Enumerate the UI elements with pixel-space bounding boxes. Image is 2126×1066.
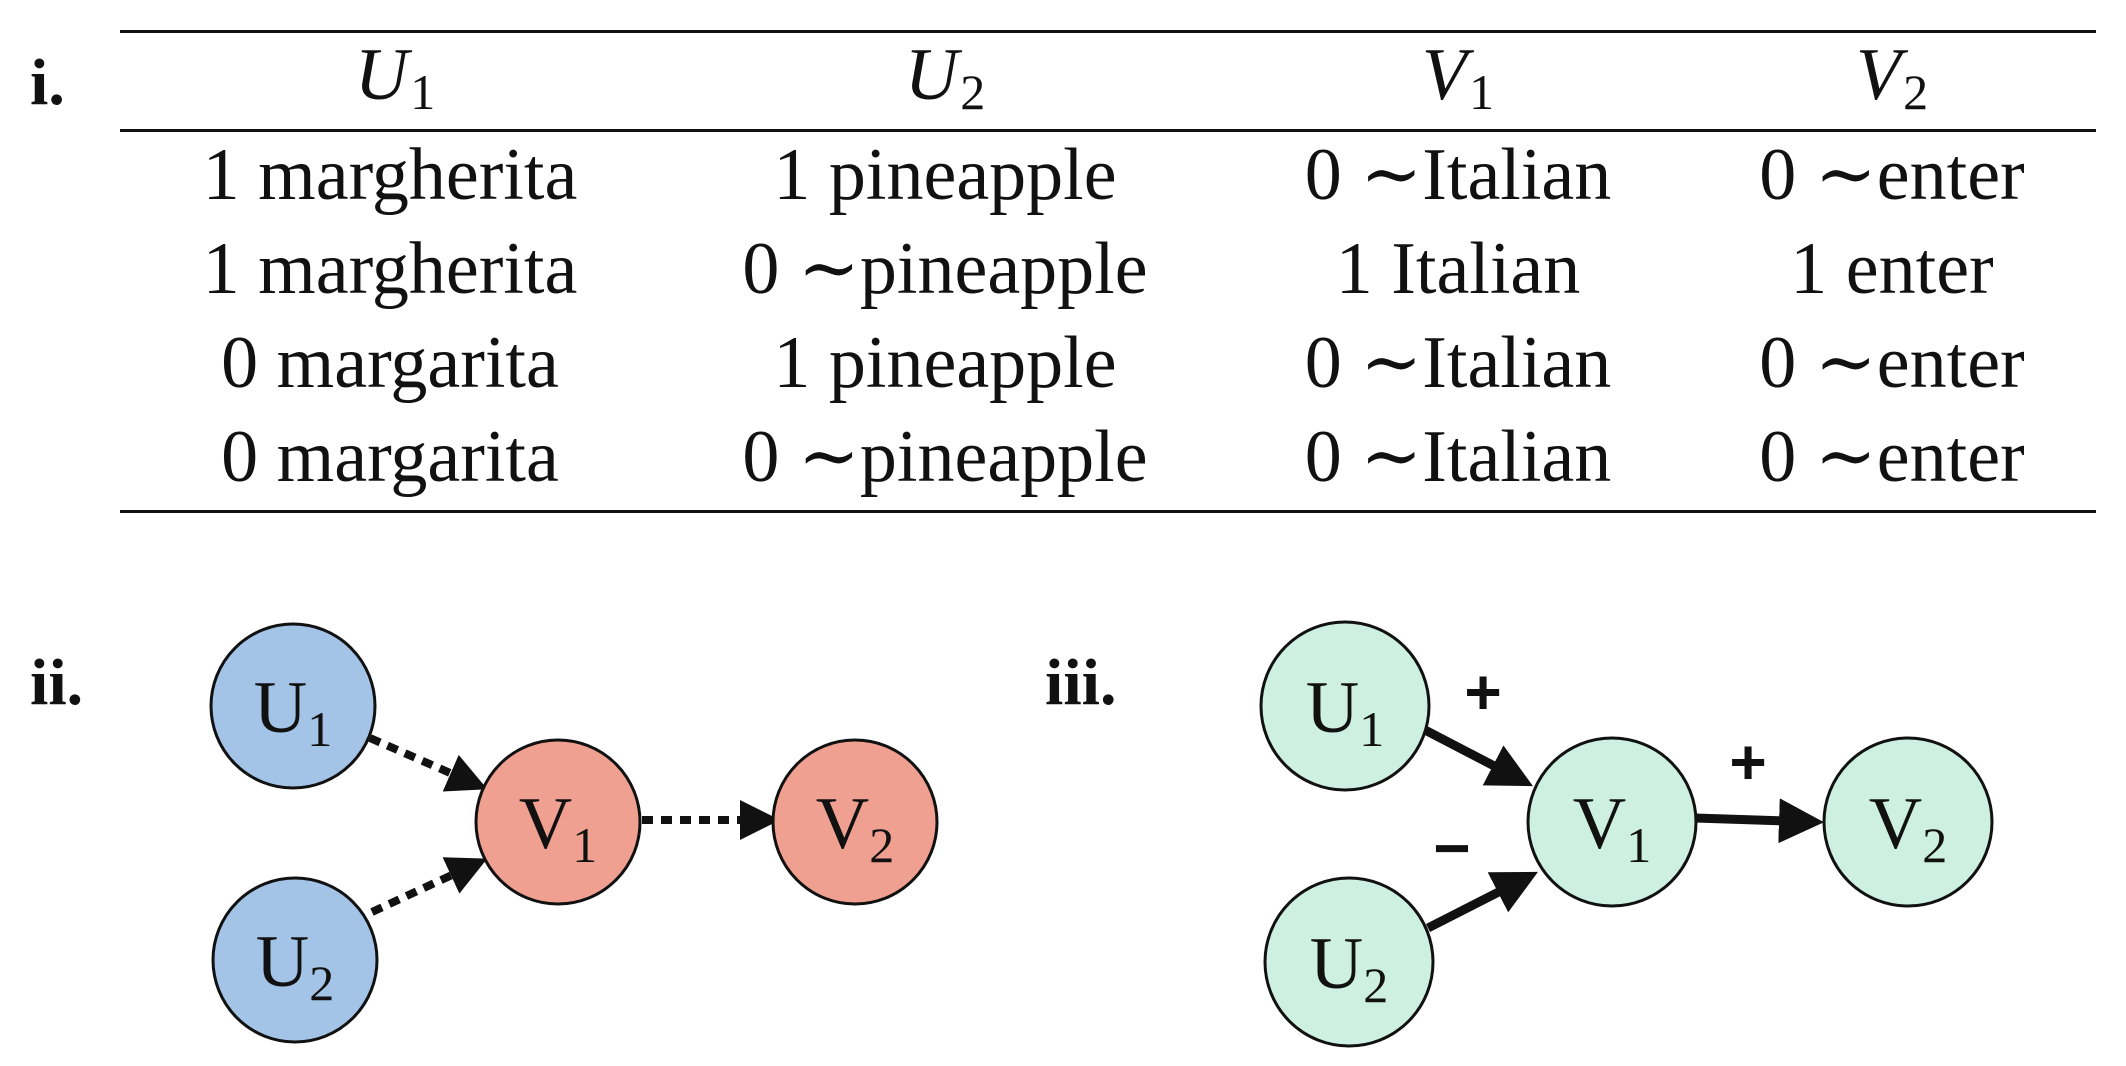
- node-label: U2: [1310, 923, 1388, 1013]
- table-cell: 0 ∼Italian: [1304, 134, 1612, 216]
- table-cell: 0 ∼enter: [1759, 134, 2025, 216]
- graph-iii: + − + U1 U2 V1 V2: [1259, 620, 1994, 1048]
- table-cell: 1 margherita: [202, 134, 578, 216]
- node-label: V2: [816, 783, 894, 873]
- table-cell: 1 enter: [1790, 228, 1994, 310]
- node-u1: U1: [1259, 620, 1431, 792]
- table-top-rule: [120, 30, 2096, 33]
- edge-sign-plus: +: [1729, 726, 1766, 798]
- node-circle: [1822, 736, 1994, 908]
- column-header-u1: U1: [354, 34, 436, 120]
- column-header-v1: V1: [1421, 34, 1495, 120]
- node-circle: [209, 622, 377, 790]
- table-cell: 0 ∼Italian: [1304, 416, 1612, 498]
- table-cell: 0 margarita: [221, 416, 559, 498]
- table-cell: 0 ∼enter: [1759, 322, 2025, 404]
- table-cell: 1 margherita: [202, 228, 578, 310]
- table-cell: 0 ∼pineapple: [742, 228, 1148, 310]
- node-u2: U2: [211, 876, 379, 1044]
- node-label: U2: [256, 921, 334, 1011]
- edge-v1-v2-solid: [1694, 798, 1824, 844]
- table-bottom-rule: [120, 510, 2096, 513]
- table-cell: 1 Italian: [1335, 228, 1581, 310]
- table-header-rule: [120, 129, 2096, 132]
- edge-u2-v1-dotted: [370, 857, 488, 916]
- node-circle: [474, 738, 642, 906]
- table-cell: 1 pineapple: [773, 134, 1117, 216]
- edge-sign-plus: +: [1464, 656, 1501, 728]
- edge-sign-minus: −: [1433, 812, 1470, 884]
- edge-u2-v1-solid: [1425, 871, 1539, 933]
- table-cell: 0 ∼Italian: [1304, 322, 1612, 404]
- node-circle: [1259, 620, 1431, 792]
- graph-ii: U1 U2 V1 V2: [209, 622, 939, 1044]
- table-cell: 0 ∼enter: [1759, 416, 2025, 498]
- table-cell: 0 margarita: [221, 322, 559, 404]
- table-cell: 1 pineapple: [773, 322, 1117, 404]
- node-label: V1: [1573, 783, 1651, 873]
- panel-label-iii: iii.: [1045, 646, 1117, 719]
- edge-u1-v1-solid: [1422, 726, 1533, 787]
- panel-label-ii: ii.: [30, 646, 84, 719]
- node-u2: U2: [1263, 876, 1435, 1048]
- node-v2: V2: [771, 738, 939, 906]
- node-label: U1: [254, 667, 332, 757]
- node-v2: V2: [1822, 736, 1994, 908]
- node-label: V2: [1869, 783, 1947, 873]
- table-cell: 0 ∼pineapple: [742, 416, 1148, 498]
- node-circle: [211, 876, 379, 1044]
- node-v1: V1: [1526, 736, 1698, 908]
- edge-u1-v1-dotted: [368, 734, 488, 792]
- column-header-v2: V2: [1855, 34, 1929, 120]
- column-header-u2: U2: [904, 34, 986, 120]
- node-label: V1: [519, 783, 597, 873]
- panel-label-i: i.: [30, 46, 65, 119]
- node-u1: U1: [209, 622, 377, 790]
- node-label: U1: [1306, 667, 1384, 757]
- node-circle: [1263, 876, 1435, 1048]
- node-circle: [1526, 736, 1698, 908]
- node-v1: V1: [474, 738, 642, 906]
- node-circle: [771, 738, 939, 906]
